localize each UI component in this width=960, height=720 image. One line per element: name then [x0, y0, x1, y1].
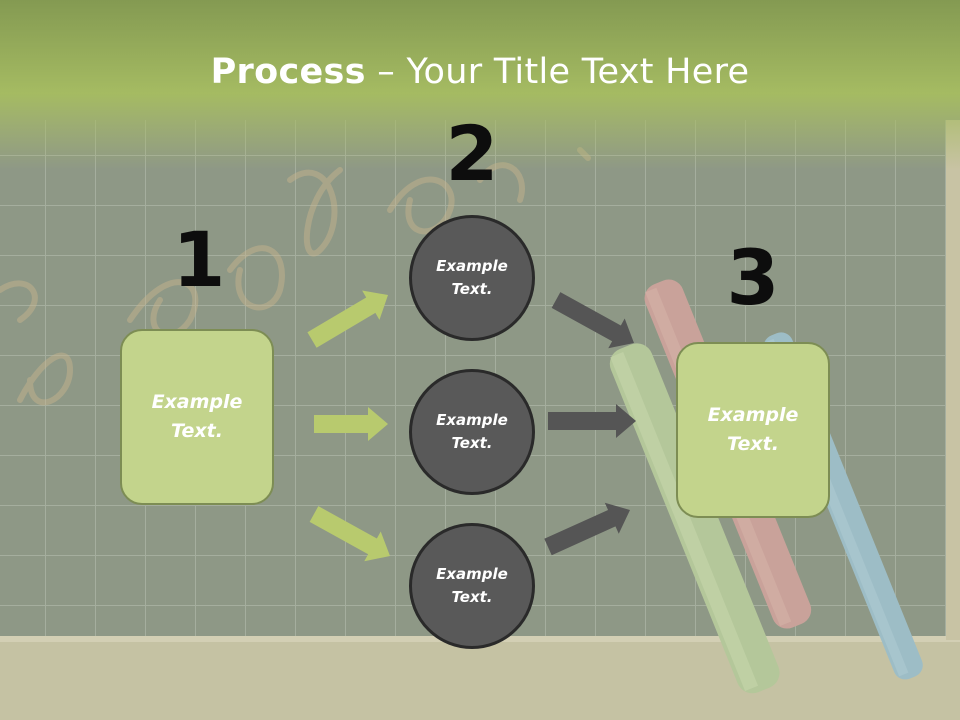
step-2-circle-1[interactable]: Example Text. — [409, 215, 535, 341]
title-text: Your Title Text Here — [406, 52, 750, 92]
arrow-circle2-to-step3 — [548, 404, 636, 438]
arrow-circle3-to-step3 — [544, 502, 630, 556]
step-2-circle-1-text: Example Text. — [436, 257, 508, 298]
step-3-text: Example Text. — [707, 404, 799, 455]
step-2-circle-3[interactable]: Example Text. — [409, 523, 535, 649]
step-2-number: 2 — [445, 109, 499, 198]
step-1-text: Example Text. — [151, 391, 243, 442]
step-2-circle-2-text: Example Text. — [436, 411, 508, 452]
step-3-box[interactable]: Example Text. — [676, 342, 830, 518]
step-3-number: 3 — [726, 233, 780, 322]
arrow-step1-to-circle2 — [314, 407, 388, 441]
left-arrows — [307, 290, 391, 562]
arrow-step1-to-circle3 — [309, 506, 391, 562]
arrow-circle1-to-step3 — [551, 292, 635, 349]
step-2-circle-3-text: Example Text. — [436, 565, 508, 606]
arrow-step1-to-circle1 — [307, 290, 389, 348]
title-bold: Process — [210, 52, 366, 92]
right-arrows — [544, 292, 636, 556]
step-2-circle-2[interactable]: Example Text. — [409, 369, 535, 495]
title-separator: – — [365, 52, 407, 92]
slide-title[interactable]: Process – Your Title Text Here — [0, 52, 960, 92]
step-1-number: 1 — [172, 215, 226, 304]
step-1-box[interactable]: Example Text. — [120, 329, 274, 505]
